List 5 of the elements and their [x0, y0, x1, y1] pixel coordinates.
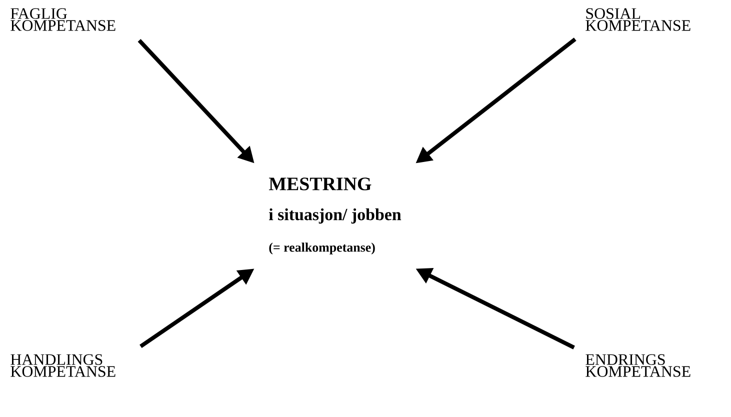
center-text: MESTRING i situasjon/ jobben (= realkompetanse) — [268, 178, 402, 254]
text-label: FAGLIG KOMPETANSE — [10, 8, 116, 31]
text-label: ENDRINGS KOMPETANSE — [586, 354, 690, 377]
text-label: SOSIAL KOMPETANSE — [586, 8, 690, 31]
text-label: HANDLINGS KOMPETANSE — [10, 354, 116, 377]
